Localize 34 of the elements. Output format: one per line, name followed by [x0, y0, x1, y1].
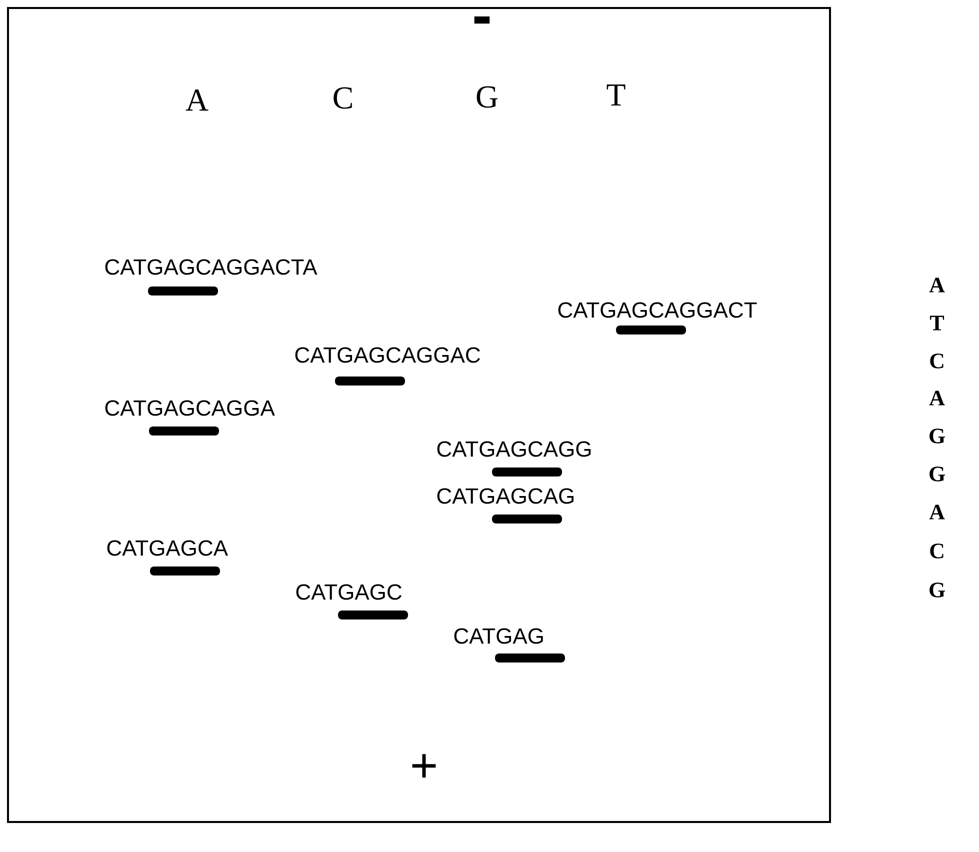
sequence-letter: G	[930, 582, 945, 598]
gel-band: CATGAGCAGGAC	[295, 347, 480, 386]
sequence-letter: A	[929, 278, 945, 292]
gel-band: CATGAGC	[296, 584, 408, 620]
electrode-sign: -	[474, 16, 490, 24]
node-label: CATGAGCAGGA	[105, 400, 275, 416]
sequence-letter: T	[930, 316, 944, 330]
lane-label: T	[606, 84, 626, 106]
lane-label: A	[186, 89, 208, 111]
electrode-sign: +	[412, 754, 436, 778]
node-label: CATGAGCAGG	[437, 441, 591, 457]
gel-band: CATGAG	[454, 628, 565, 662]
gel-band: CATGAGCAGGA	[105, 400, 275, 436]
sequence-letter: G	[930, 466, 945, 482]
node-label: CATGAGC	[296, 584, 402, 600]
sequence-letter: A	[929, 504, 945, 520]
node-label: CATGAGCAG	[437, 488, 574, 504]
gel-band: CATGAGCAGGACT	[558, 302, 757, 334]
node-label: CATGAGCA	[107, 540, 228, 556]
gel-band: CATGAGCAG	[437, 488, 574, 524]
node-label: CATGAGCAGGACTA	[105, 259, 318, 275]
lane-label: C	[334, 87, 352, 109]
gel-frame	[7, 7, 831, 823]
gel-band: CATGAGCAGG	[437, 441, 591, 476]
lane-label: G	[476, 86, 498, 108]
sequence-letter: C	[930, 354, 944, 368]
sequence-letter: A	[929, 390, 945, 406]
node-label: CATGAGCAGGAC	[295, 347, 480, 363]
sequence-letter: G	[930, 428, 945, 444]
sequence-letter: C	[930, 544, 944, 558]
gel-band: CATGAGCAGGACTA	[105, 259, 318, 296]
node-label: CATGAG	[454, 628, 543, 644]
gel-band: CATGAGCA	[107, 540, 228, 576]
node-label: CATGAGCAGGACT	[558, 302, 757, 318]
